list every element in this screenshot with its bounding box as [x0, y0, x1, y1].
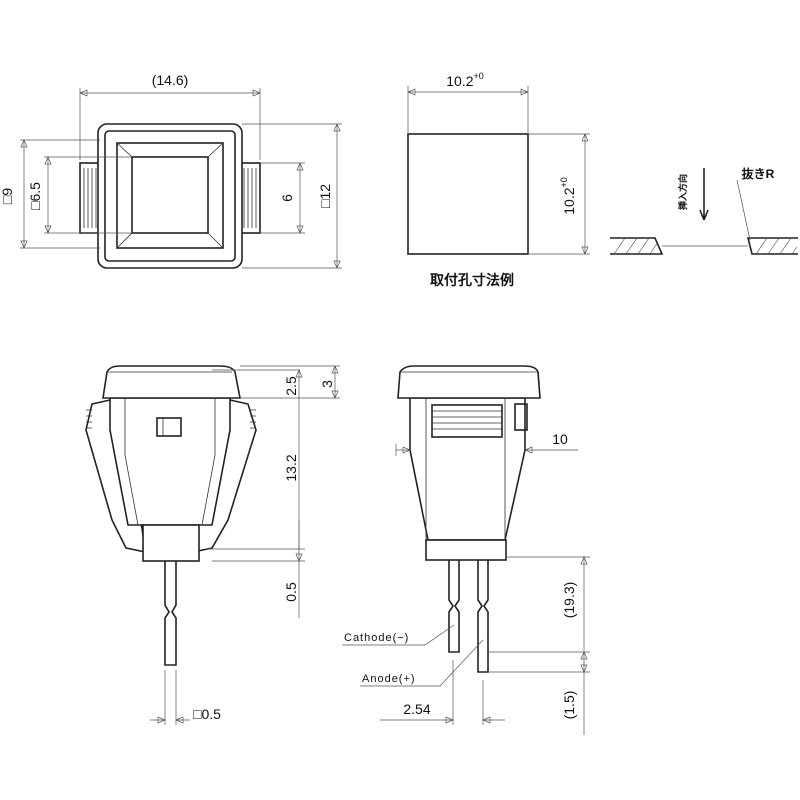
dim-pin-size: □0.5 — [193, 706, 221, 722]
dim-body-height: 13.2 — [283, 454, 299, 481]
front-body — [109, 397, 231, 526]
side-cap — [397, 365, 541, 399]
side-view: 10 (19.3) (1.5) 2.54 Cathode(−) Anode(+) — [342, 365, 590, 735]
dim-lead-length: (19.3) — [561, 582, 577, 619]
panel-cutout: 10.2+0 10.2+0 取付孔寸法例 — [407, 71, 590, 288]
cutout-caption: 取付孔寸法例 — [430, 272, 514, 288]
dim-pitch: 2.54 — [403, 701, 430, 717]
side-base — [425, 539, 507, 561]
front-base — [142, 524, 200, 562]
insert-direction-arrow — [699, 168, 709, 221]
side-window-block — [431, 404, 503, 438]
panel-section: 挿入方向 抜きR — [610, 166, 798, 255]
top-view-body — [97, 123, 243, 269]
dim-bezel-height: 3 — [319, 380, 335, 388]
dim-inner-square: □6.5 — [27, 182, 43, 210]
front-window — [156, 417, 182, 437]
side-body — [409, 397, 526, 541]
dim-pin-offset: 0.5 — [283, 582, 299, 602]
cutout-width: 10.2+0 — [446, 71, 484, 89]
draft-label: 抜きR — [742, 166, 775, 181]
cutout-height: 10.2+0 — [559, 177, 577, 215]
dim-terminal-width: 6 — [279, 194, 295, 202]
cathode-lead — [448, 560, 460, 653]
anode-lead — [477, 560, 489, 673]
dim-cap-height: 2.5 — [283, 376, 299, 396]
panel-right-plate — [746, 237, 798, 255]
cathode-label: Cathode(−) — [344, 632, 409, 644]
top-view-key-outer — [116, 142, 224, 249]
dim-depth: 10 — [552, 431, 568, 447]
dim-lead-step: (1.5) — [561, 691, 577, 720]
top-view: (14.6) □9 □6.5 6 □12 — [0, 72, 342, 269]
anode-label: Anode(+) — [362, 673, 416, 685]
front-pin — [164, 561, 177, 666]
front-cap — [102, 365, 241, 399]
dim-body-square: □12 — [317, 184, 333, 208]
cutout-square — [407, 133, 529, 255]
dim-outer-square: □9 — [0, 188, 15, 204]
insert-direction-label: 挿入方向 — [677, 174, 688, 210]
panel-left-plate — [610, 237, 664, 255]
front-view: 2.5 3 13.2 0.5 □0.5 — [85, 365, 340, 725]
dim-overall-width: (14.6) — [152, 72, 189, 88]
top-view-key-inner — [131, 156, 209, 234]
